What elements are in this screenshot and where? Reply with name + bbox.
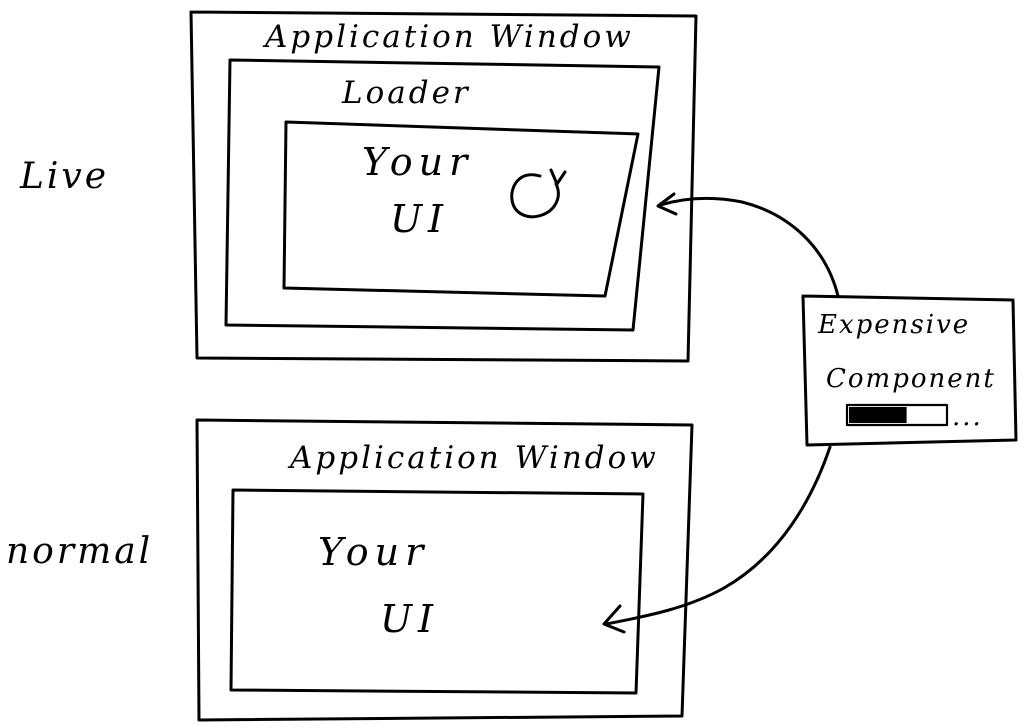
live-ui-frame bbox=[282, 120, 640, 298]
normal-application-window bbox=[195, 418, 694, 722]
arrow-to-normal-ui bbox=[602, 445, 832, 634]
normal-ui-line2: UI bbox=[380, 597, 439, 641]
loader-frame bbox=[224, 58, 661, 332]
component-line1: Expensive bbox=[817, 310, 970, 340]
live-window-title: Application Window bbox=[262, 19, 634, 55]
component-progress-bar bbox=[845, 403, 949, 427]
expensive-component-box bbox=[801, 294, 1018, 447]
loader-label: Loader bbox=[341, 75, 471, 111]
normal-mode-label: normal bbox=[6, 531, 153, 572]
component-ellipsis: ... bbox=[952, 402, 983, 432]
arrow-to-live-ui bbox=[656, 192, 840, 298]
refresh-icon bbox=[510, 168, 567, 219]
live-application-window bbox=[189, 10, 698, 363]
component-line2: Component bbox=[826, 364, 996, 394]
normal-window-title: Application Window bbox=[287, 440, 659, 476]
progress-fill bbox=[849, 407, 907, 423]
normal-ui-frame bbox=[229, 488, 645, 695]
normal-ui-line1: Your bbox=[318, 530, 429, 574]
live-ui-line1: Your bbox=[362, 140, 473, 184]
live-mode-label: Live bbox=[19, 156, 109, 197]
live-ui-line2: UI bbox=[390, 197, 449, 241]
